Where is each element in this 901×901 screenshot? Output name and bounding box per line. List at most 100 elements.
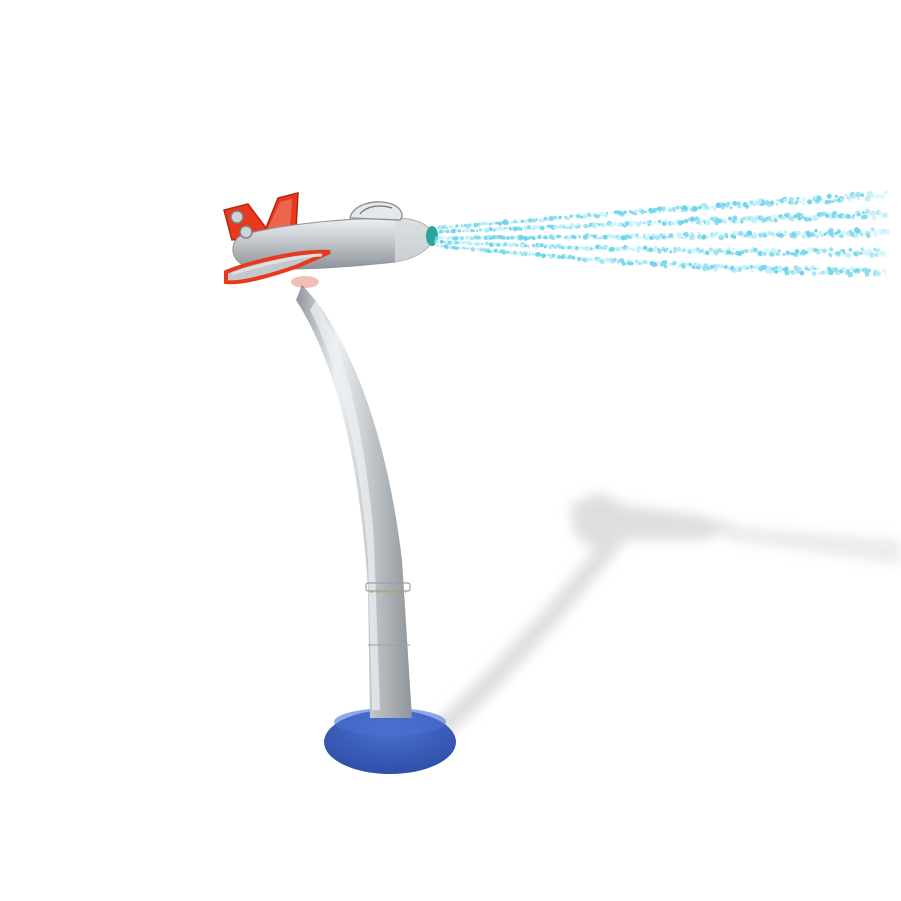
water-droplet [648, 247, 654, 253]
water-droplet [504, 220, 510, 225]
water-droplet [465, 247, 468, 250]
water-droplet [675, 205, 680, 210]
water-droplet [664, 236, 667, 239]
water-droplet [634, 212, 638, 216]
water-droplet [498, 226, 503, 231]
water-droplet [608, 257, 614, 263]
water-droplet [449, 230, 452, 233]
water-droplet [446, 226, 449, 229]
water-droplet [441, 235, 446, 240]
water-droplet [680, 220, 685, 225]
water-droplet [547, 253, 550, 257]
water-droplet [617, 248, 621, 252]
water-droplet [520, 243, 525, 248]
water-droplet [460, 246, 464, 250]
water-droplet [569, 245, 576, 251]
base-pad [324, 708, 456, 774]
water-droplet [518, 235, 524, 241]
water-droplet [438, 236, 442, 240]
water-droplet [603, 213, 608, 218]
water-droplet [525, 254, 528, 257]
water-droplet [527, 244, 530, 247]
water-droplet [532, 253, 535, 256]
water-droplet [462, 229, 466, 233]
water-droplet [581, 246, 584, 249]
water-droplet [566, 216, 571, 221]
water-droplet [585, 245, 589, 249]
water-droplet [476, 243, 479, 245]
water-droplet [488, 222, 492, 226]
water-droplet [468, 223, 472, 227]
water-droplet [621, 261, 626, 266]
water-droplet [668, 206, 671, 210]
water-droplet [480, 235, 485, 240]
water-droplet [643, 221, 646, 225]
water-droplet [639, 260, 643, 264]
water-droplet [672, 260, 677, 266]
tail-light-icon [239, 225, 253, 239]
water-droplet [529, 236, 532, 239]
water-droplet [617, 260, 620, 264]
water-droplet [608, 223, 614, 228]
water-droplet [562, 225, 567, 229]
water-droplet [574, 215, 577, 218]
water-droplet [476, 229, 479, 233]
water-droplet [655, 234, 661, 241]
water-droplet [665, 247, 669, 251]
water-droplet [645, 210, 649, 213]
water-droplet [693, 262, 697, 266]
water-droplet [535, 218, 538, 221]
water-droplet [596, 258, 601, 264]
water-droplet [686, 234, 689, 237]
water-droplet [526, 224, 532, 230]
water-droplet [664, 209, 667, 212]
water-droplet [453, 236, 459, 241]
water-droplet [628, 222, 634, 228]
water-droplet [692, 236, 696, 240]
water-droplet [657, 221, 661, 226]
water-droplet [551, 236, 556, 241]
water-droplet [512, 226, 518, 232]
water-droplet [671, 236, 675, 239]
water-droplet [521, 253, 524, 256]
water-droplet [673, 246, 677, 250]
water-droplet [642, 245, 648, 251]
water-droplet [653, 245, 658, 251]
water-droplet [505, 227, 508, 230]
water-droplet [517, 220, 520, 224]
water-droplet [591, 221, 597, 227]
water-droplet [600, 246, 604, 250]
water-droplet [444, 245, 449, 250]
water-droplet [536, 251, 542, 257]
water-droplet [463, 240, 467, 245]
water-droplet [477, 222, 482, 227]
water-droplet [574, 245, 579, 249]
water-droplet [527, 251, 532, 256]
water-droplet [600, 211, 605, 216]
water-droplet [639, 220, 644, 225]
water-droplet [598, 223, 601, 227]
water-droplet [451, 228, 457, 234]
water-droplet [659, 233, 663, 237]
water-droplet [591, 247, 595, 251]
water-droplet [458, 229, 461, 232]
water-droplet [663, 264, 668, 269]
water-droplet [576, 213, 581, 219]
water-droplet [507, 251, 510, 254]
water-droplet [501, 235, 506, 241]
water-droplet [577, 256, 582, 261]
water-droplet [478, 236, 482, 240]
water-droplet [626, 246, 631, 251]
water-droplet [651, 233, 656, 237]
water-droplet [673, 209, 676, 213]
water-droplet [598, 237, 601, 240]
water-droplet [524, 244, 528, 248]
water-droplet [524, 218, 529, 224]
water-droplet [687, 205, 690, 209]
water-droplet [508, 243, 511, 246]
water-droplet [573, 235, 577, 240]
water-droplet [658, 210, 662, 214]
water-droplet [658, 263, 661, 266]
water-droplet [584, 225, 588, 228]
water-droplet [610, 211, 613, 214]
